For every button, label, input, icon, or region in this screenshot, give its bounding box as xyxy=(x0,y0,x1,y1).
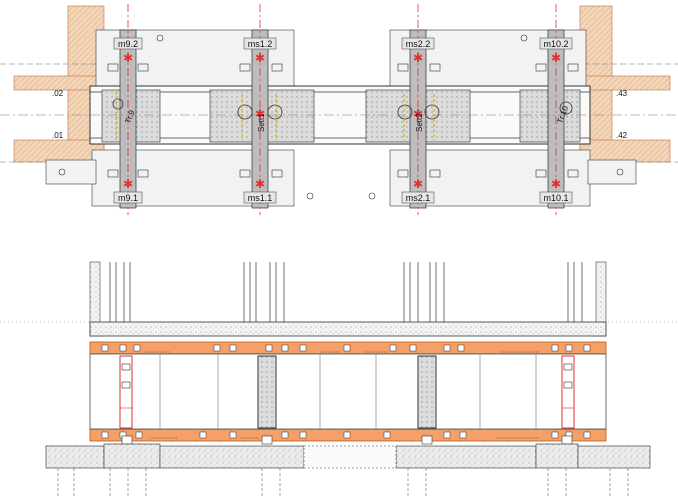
svg-text:ms1.1: ms1.1 xyxy=(248,193,273,203)
svg-text:ms2.2: ms2.2 xyxy=(406,39,431,49)
svg-text:ms2.1: ms2.1 xyxy=(406,193,431,203)
svg-text:m10.2: m10.2 xyxy=(543,39,568,49)
beam-label-sett1: Sett1 xyxy=(257,113,266,132)
bearing-label-m10-1: m10.1 xyxy=(539,191,573,204)
svg-text:✱: ✱ xyxy=(551,177,561,191)
foundation xyxy=(45,443,651,469)
edge-label-right-top: .43 xyxy=(616,89,628,98)
bolt-symbols xyxy=(58,34,624,200)
svg-text:m9.1: m9.1 xyxy=(118,193,138,203)
bearing-label-ms2-1: ms2.1 xyxy=(401,191,435,204)
edge-label-left-bottom: .01 xyxy=(52,131,64,140)
edge-label-right-bottom: .42 xyxy=(616,131,628,140)
svg-text:✱: ✱ xyxy=(255,177,265,191)
plan-view: ✱ ✱ ✱ ✱ ✱ ✱ ✱ ✱ ✱ ✱ xyxy=(0,4,678,215)
svg-text:m10.1: m10.1 xyxy=(543,193,568,203)
deck-slab xyxy=(89,321,607,337)
bearing-label-ms2-2: ms2.2 xyxy=(401,37,435,50)
svg-text:✱: ✱ xyxy=(255,107,265,121)
bearing-label-m9-2: m9.2 xyxy=(113,37,143,50)
svg-text:✱: ✱ xyxy=(413,107,423,121)
web-panel xyxy=(89,353,607,430)
right-wall-upper xyxy=(579,75,671,91)
bearing-label-m10-2: m10.2 xyxy=(539,37,573,50)
svg-text:ms1.2: ms1.2 xyxy=(248,39,273,49)
svg-text:✱: ✱ xyxy=(413,51,423,65)
svg-text:✱: ✱ xyxy=(123,177,133,191)
bearing-label-ms1-1: ms1.1 xyxy=(243,191,277,204)
edge-label-left-top: .02 xyxy=(52,89,64,98)
svg-text:✱: ✱ xyxy=(255,51,265,65)
elev-columns xyxy=(109,262,583,322)
beam-bolts xyxy=(101,344,591,439)
bearing-label-ms1-2: ms1.2 xyxy=(243,37,277,50)
svg-text:m9.2: m9.2 xyxy=(118,39,138,49)
column-strips xyxy=(119,29,565,209)
stiffener-1 xyxy=(257,355,277,429)
stiffener-2 xyxy=(417,355,437,429)
elevation-view xyxy=(0,261,678,497)
svg-text:✱: ✱ xyxy=(413,177,423,191)
svg-text:✱: ✱ xyxy=(551,51,561,65)
beam-label-sett2: Sett2 xyxy=(415,113,424,132)
anchor-markers: ✱ ✱ ✱ ✱ ✱ ✱ ✱ ✱ ✱ ✱ xyxy=(123,51,561,191)
svg-text:✱: ✱ xyxy=(123,51,133,65)
right-wall-lower xyxy=(579,139,671,163)
bearing-label-m9-1: m9.1 xyxy=(113,191,143,204)
